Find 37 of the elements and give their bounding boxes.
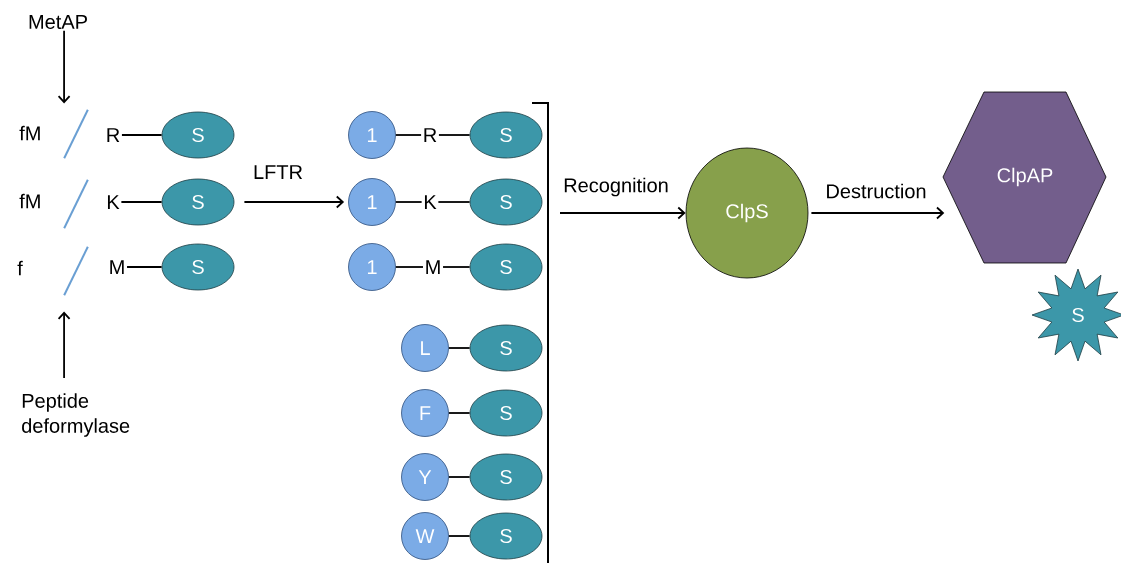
connector-line bbox=[126, 266, 163, 268]
edge-label: Destruction bbox=[824, 182, 928, 200]
connector-line bbox=[120, 201, 163, 203]
text-label: K bbox=[108, 195, 120, 209]
arrow bbox=[810, 206, 945, 220]
slash-mark bbox=[63, 246, 89, 296]
arrow bbox=[57, 311, 71, 379]
connector-line bbox=[395, 201, 423, 203]
text-label: Peptide deformylase bbox=[22, 393, 130, 437]
text-label: f bbox=[17, 260, 23, 276]
protease-hexagon: ClpAP bbox=[942, 91, 1107, 264]
text-label: R bbox=[107, 128, 120, 142]
arrow bbox=[559, 206, 686, 220]
connector-line bbox=[395, 266, 424, 268]
text-label: MetAP bbox=[29, 15, 87, 29]
connector-line bbox=[395, 134, 422, 136]
arrow bbox=[57, 29, 71, 104]
connector-line bbox=[438, 134, 471, 136]
arrow bbox=[243, 195, 345, 209]
connector-line bbox=[448, 412, 471, 414]
text-label: M bbox=[110, 260, 124, 274]
degraded-substrate-star: S bbox=[1031, 268, 1121, 362]
connector-line bbox=[437, 201, 471, 203]
slash-mark bbox=[63, 179, 89, 229]
connector-line bbox=[448, 535, 471, 537]
text-label: K bbox=[425, 195, 437, 209]
connector-line bbox=[448, 347, 471, 349]
edge-label: Recognition bbox=[562, 176, 670, 198]
edge-label: LFTR bbox=[252, 164, 304, 180]
connector-line bbox=[448, 476, 471, 478]
connector-line bbox=[121, 134, 163, 136]
connector-line bbox=[442, 266, 471, 268]
text-label: fM bbox=[19, 125, 40, 141]
text-label: M bbox=[426, 260, 440, 274]
text-label: fM bbox=[19, 193, 40, 209]
text-label: R bbox=[424, 128, 437, 142]
slash-mark bbox=[63, 109, 89, 159]
